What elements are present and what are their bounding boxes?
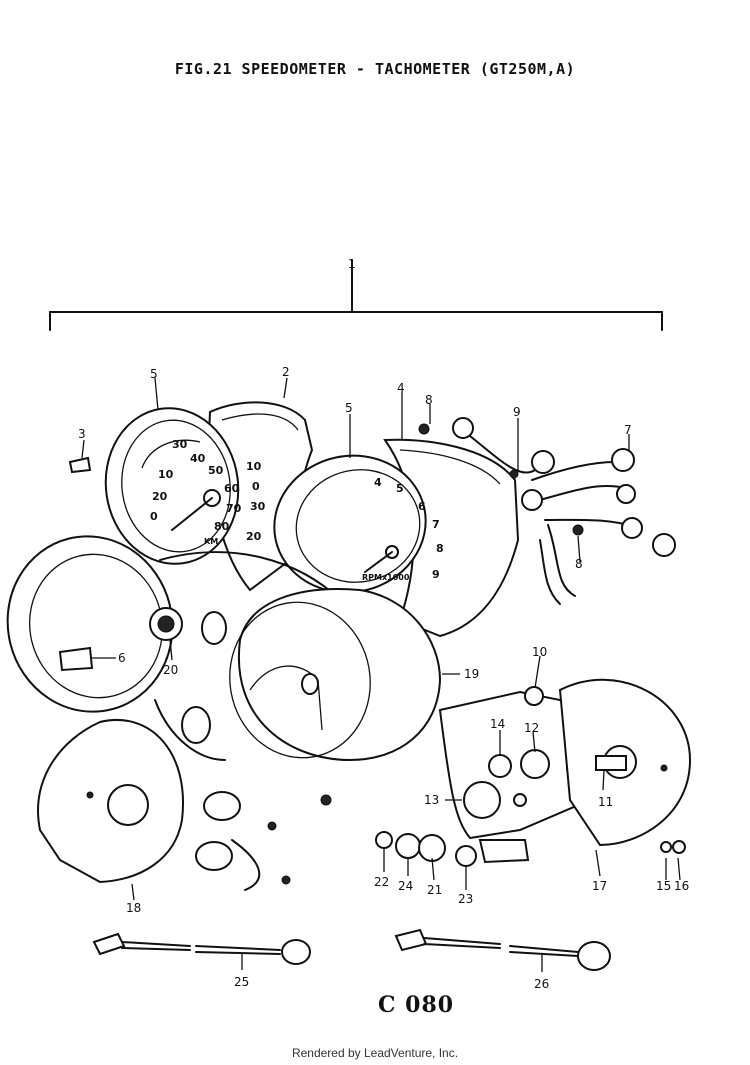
callout-label: 2 bbox=[282, 365, 290, 379]
callout-label: 17 bbox=[592, 879, 607, 893]
tacho-unit: RPMx1000 bbox=[362, 573, 410, 582]
speedo-odo-number: 0 bbox=[252, 480, 260, 493]
indicator-lenses bbox=[375, 831, 477, 867]
callout-label: 22 bbox=[374, 875, 389, 889]
callout-label: 26 bbox=[534, 977, 549, 991]
assembly-bracket bbox=[49, 259, 663, 331]
callout-label: 19 bbox=[464, 667, 479, 681]
callout-label: 15 bbox=[656, 879, 671, 893]
callout-label: 14 bbox=[490, 717, 505, 731]
speedo-number: 70 bbox=[226, 502, 242, 515]
lower-lamp-sockets bbox=[195, 791, 332, 891]
callout-label: 8 bbox=[425, 393, 433, 407]
speedo-number: 30 bbox=[172, 438, 188, 451]
callout-label: 16 bbox=[674, 879, 689, 893]
speedometer-scale: 40 50 60 70 80 10 20 30 0 KM 10 0 30 20 bbox=[150, 438, 266, 546]
tachometer-cup bbox=[229, 588, 442, 762]
leader-lines bbox=[81, 377, 681, 972]
tacho-number: 4 bbox=[374, 476, 382, 489]
callout-label: 24 bbox=[398, 879, 413, 893]
speedo-odo-number: 30 bbox=[250, 500, 266, 513]
callout-label: 6 bbox=[118, 651, 126, 665]
speedo-number: 80 bbox=[214, 520, 230, 533]
speedo-number: 40 bbox=[190, 452, 206, 465]
small-screw bbox=[68, 456, 92, 474]
tachometer-case bbox=[383, 438, 520, 638]
speedometer-lower-cover bbox=[37, 719, 184, 884]
speedo-unit: KM bbox=[204, 537, 218, 546]
speedometer-cable bbox=[92, 932, 311, 965]
speedo-number: 20 bbox=[152, 490, 168, 503]
tacho-number: 8 bbox=[436, 542, 444, 555]
callout-label: 8 bbox=[575, 557, 583, 571]
callout-label: 12 bbox=[524, 721, 539, 735]
speedo-odo-number: 20 bbox=[246, 530, 262, 543]
tachometer-cable bbox=[394, 928, 611, 971]
figure-title: FIG.21 SPEEDOMETER - TACHOMETER (GT250M,… bbox=[174, 60, 576, 78]
speedo-number: 50 bbox=[208, 464, 224, 477]
callout-label: 21 bbox=[427, 883, 442, 897]
speedo-odo-number: 10 bbox=[246, 460, 262, 473]
callout-label: 23 bbox=[458, 892, 473, 906]
callout-label: 4 bbox=[397, 381, 405, 395]
indicator-bracket bbox=[438, 686, 602, 864]
callout-label: 11 bbox=[598, 795, 613, 809]
wiring-harness bbox=[418, 417, 676, 605]
callout-label: 7 bbox=[624, 423, 632, 437]
tacho-number: 5 bbox=[396, 482, 404, 495]
nut-washer bbox=[660, 840, 686, 854]
page-code: C 080 bbox=[378, 992, 455, 1018]
callout-label: 13 bbox=[424, 793, 439, 807]
callout-label: 1 bbox=[348, 257, 356, 271]
callout-label: 5 bbox=[150, 367, 158, 381]
tachometer-scale: 6 7 8 9 5 4 RPMx1000 bbox=[362, 476, 444, 582]
meter-housing bbox=[6, 535, 341, 761]
speedo-number: 0 bbox=[150, 510, 158, 523]
tacho-number: 7 bbox=[432, 518, 440, 531]
callout-label: 3 bbox=[78, 427, 86, 441]
speedometer-face bbox=[104, 407, 240, 565]
tacho-number: 6 bbox=[418, 500, 426, 513]
footer-credit: Rendered by LeadVenture, Inc. bbox=[291, 1046, 459, 1060]
tachometer-rear-cover bbox=[558, 678, 692, 847]
callout-label: 10 bbox=[532, 645, 547, 659]
callout-label: 25 bbox=[234, 975, 249, 989]
callout-label: 18 bbox=[126, 901, 141, 915]
callout-label: 9 bbox=[513, 405, 521, 419]
callout-label: 20 bbox=[163, 663, 178, 677]
speedo-number: 10 bbox=[158, 468, 174, 481]
callout-label: 5 bbox=[345, 401, 353, 415]
callout-numbers: 1 5 2 3 4 5 8 9 7 8 6 20 19 10 14 12 13 … bbox=[78, 257, 689, 991]
tacho-number: 9 bbox=[432, 568, 440, 581]
speedo-number: 60 bbox=[224, 482, 240, 495]
